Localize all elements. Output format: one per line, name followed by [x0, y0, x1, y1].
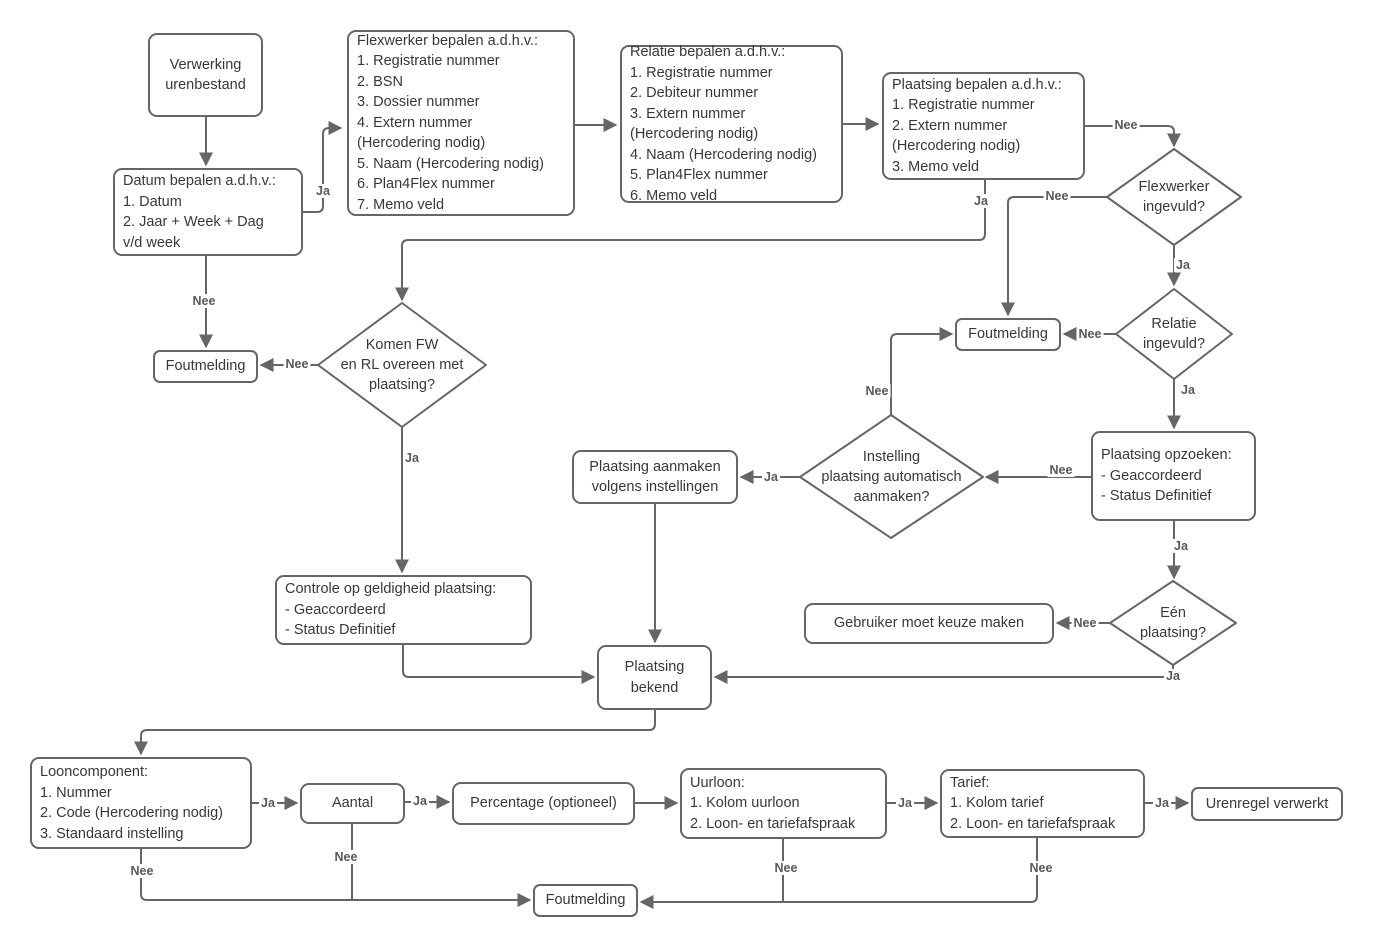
edge-label-nee-relatieingevuld-foutmelding: Nee — [1076, 327, 1104, 341]
diamond-een-plaatsing-shape — [1109, 580, 1237, 666]
edge-label-ja-datum-flexwerker: Ja — [314, 184, 332, 198]
node-flexwerker-bepalen: Flexwerker bepalen a.d.h.v.: 1. Registra… — [347, 30, 575, 216]
diamond-een-plaatsing: Eén plaatsing? — [1110, 581, 1236, 665]
diamond-label: Relatie ingevuld? — [1142, 316, 1206, 352]
diamond-label: Komen FW en RL overeen met plaatsing? — [340, 337, 464, 393]
node-label: Plaatsing bepalen a.d.h.v.: 1. Registrat… — [892, 76, 1062, 175]
diamond-flexwerker-ingevuld: Flexwerker ingevuld? — [1107, 149, 1241, 245]
diamond-instelling-automatisch: Instelling plaatsing automatisch aanmake… — [800, 415, 983, 538]
edge-label-ja-opzoeken-eenplaatsing: Ja — [1172, 539, 1190, 553]
node-label: Flexwerker bepalen a.d.h.v.: 1. Registra… — [357, 32, 544, 213]
node-label: Urenregel verwerkt — [1205, 795, 1329, 812]
edge-label-ja-tarief-urenregel: Ja — [1153, 796, 1171, 810]
node-label: Percentage (optioneel) — [470, 795, 617, 812]
node-label: Plaatsing bekend — [624, 659, 685, 696]
diamond-komen-overeen-shape — [317, 302, 487, 428]
node-label: Looncomponent: 1. Nummer 2. Code (Hercod… — [40, 764, 223, 842]
edge-label-ja-plaatsingbepalen-komen: Ja — [972, 194, 990, 208]
edge-instelling-foutmelding — [890, 327, 954, 415]
node-label: Plaatsing opzoeken: - Geaccordeerd - Sta… — [1101, 447, 1232, 505]
edge-label-nee-plaatsing-flexwerkeringevuld: Nee — [1112, 118, 1140, 132]
edge-label-nee-eenplaatsing-gebruiker: Nee — [1071, 616, 1099, 630]
node-controle-geldigheid: Controle op geldigheid plaatsing: - Geac… — [275, 575, 532, 645]
edge-label-ja-flexwerkeringevuld-relatieingevuld: Ja — [1174, 258, 1192, 272]
node-foutmelding-top-right: Foutmelding — [955, 318, 1061, 351]
edge-label-nee-datum-foutmelding: Nee — [190, 294, 218, 308]
node-aantal: Aantal — [300, 783, 405, 824]
diamond-label: Eén plaatsing? — [1139, 605, 1207, 641]
edge-label-nee-komen-foutmelding: Nee — [283, 357, 311, 371]
node-relatie-bepalen: Relatie bepalen a.d.h.v.: 1. Registratie… — [620, 44, 843, 204]
node-label: Relatie bepalen a.d.h.v.: 1. Registratie… — [630, 44, 817, 204]
node-label: Gebruiker moet keuze maken — [833, 615, 1025, 632]
edge-bekend-looncomponent — [134, 710, 656, 756]
node-label: Tarief: 1. Kolom tarief 2. Loon- en tari… — [950, 774, 1116, 832]
node-plaatsing-opzoeken: Plaatsing opzoeken: - Geaccordeerd - Sta… — [1091, 431, 1256, 521]
edge-label-nee-tarief-foutmelding: Nee — [1027, 861, 1055, 875]
node-label: Datum bepalen a.d.h.v.: 1. Datum 2. Jaar… — [123, 173, 276, 251]
node-uurloon: Uurloon: 1. Kolom uurloon 2. Loon- en ta… — [680, 768, 887, 839]
node-looncomponent: Looncomponent: 1. Nummer 2. Code (Hercod… — [30, 757, 252, 849]
node-label: Controle op geldigheid plaatsing: - Geac… — [285, 581, 497, 639]
edge-label-nee-opzoeken-instelling: Nee — [1047, 463, 1075, 477]
edge-label-ja-komen-controle: Ja — [403, 451, 421, 465]
edge-datum-flexwerker — [303, 121, 343, 213]
node-foutmelding-bottom: Foutmelding — [533, 884, 638, 917]
edge-controle-bekend — [402, 645, 596, 684]
node-tarief: Tarief: 1. Kolom tarief 2. Loon- en tari… — [940, 769, 1145, 838]
edge-label-ja-eenplaatsing-bekend: Ja — [1164, 669, 1182, 683]
edge-plaatsingbepalen-flexwerkeringevuld — [1085, 125, 1181, 148]
node-foutmelding-left: Foutmelding — [153, 350, 258, 383]
edge-label-ja-looncomponent-aantal: Ja — [259, 796, 277, 810]
node-datum-bepalen: Datum bepalen a.d.h.v.: 1. Datum 2. Jaar… — [113, 168, 303, 256]
edge-plaatsingbepalen-komen — [395, 180, 986, 302]
edge-label-nee-looncomponent-foutmelding: Nee — [128, 864, 156, 878]
edge-eenplaatsing-bekend — [713, 665, 1174, 684]
diamond-relatie-ingevuld: Relatie ingevuld? — [1116, 289, 1232, 379]
diamond-instelling-automatisch-shape — [799, 414, 984, 539]
node-percentage: Percentage (optioneel) — [452, 782, 635, 825]
node-label: Uurloon: 1. Kolom uurloon 2. Loon- en ta… — [690, 774, 856, 832]
edge-tarief-foutmelding — [639, 838, 1038, 909]
node-label: Plaatsing aanmaken volgens instellingen — [589, 458, 721, 496]
node-label: Aantal — [331, 795, 374, 812]
node-plaatsing-bekend: Plaatsing bekend — [597, 645, 712, 710]
node-label: Foutmelding — [968, 326, 1048, 343]
edge-flexwerkeringevuld-foutmelding — [1001, 196, 1107, 317]
diamond-label: Instelling plaatsing automatisch aanmake… — [821, 448, 962, 505]
edge-label-ja-uurloon-tarief: Ja — [896, 796, 914, 810]
edge-looncomponent-foutmelding — [140, 849, 532, 907]
node-plaatsing-bepalen: Plaatsing bepalen a.d.h.v.: 1. Registrat… — [882, 72, 1085, 180]
edge-label-ja-relatieingevuld-opzoeken: Ja — [1179, 383, 1197, 397]
node-verwerking-urenbestand: Verwerking urenbestand — [148, 33, 263, 117]
node-label: Foutmelding — [545, 892, 626, 909]
node-label: Foutmelding — [165, 358, 246, 375]
edge-label-nee-aantal-foutmelding: Nee — [332, 850, 360, 864]
node-gebruiker-keuze: Gebruiker moet keuze maken — [804, 603, 1054, 644]
edge-label-ja-aantal-percentage: Ja — [411, 794, 429, 808]
edge-label-nee-flexwerkeringevuld-foutmelding: Nee — [1043, 189, 1071, 203]
diamond-flexwerker-ingevuld-shape — [1106, 148, 1242, 246]
node-plaatsing-aanmaken: Plaatsing aanmaken volgens instellingen — [572, 450, 738, 504]
diamond-label: Flexwerker ingevuld? — [1138, 179, 1210, 215]
edge-label-nee-instelling-foutmelding: Nee — [863, 384, 891, 398]
node-urenregel-verwerkt: Urenregel verwerkt — [1191, 787, 1343, 821]
node-label: Verwerking urenbestand — [165, 56, 246, 94]
diamond-komen-overeen: Komen FW en RL overeen met plaatsing? — [318, 303, 486, 427]
edge-label-ja-instelling-aanmaken: Ja — [762, 470, 780, 484]
diamond-relatie-ingevuld-shape — [1115, 288, 1233, 380]
edge-label-nee-uurloon-foutmelding: Nee — [772, 861, 800, 875]
